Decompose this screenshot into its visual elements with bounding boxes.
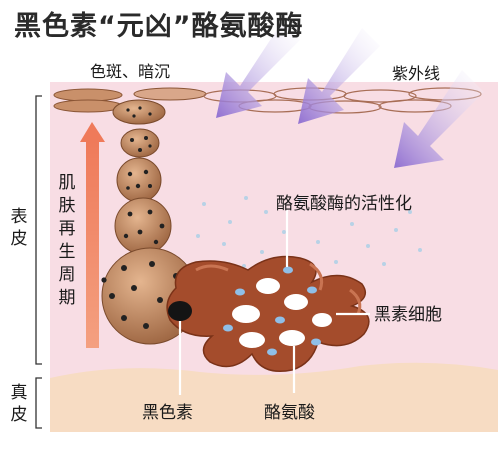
layer-brackets xyxy=(35,95,42,429)
spots-label: 色斑、暗沉 xyxy=(90,62,171,81)
leader-lines xyxy=(178,210,370,395)
tyrosine-droplets xyxy=(232,278,332,348)
tyrosine-label: 酪氨酸 xyxy=(264,403,315,423)
stratum-corneum xyxy=(53,87,482,114)
melanocyte-label: 黑素细胞 xyxy=(374,305,442,325)
renewal-cycle-label: 肌肤再生周期 xyxy=(58,173,76,308)
uv-rays-icon xyxy=(216,22,484,168)
tyrosinase-activation-label: 酪氨酸酶的活性化 xyxy=(276,194,412,214)
melanin-granule xyxy=(168,301,192,321)
uv-label: 紫外线 xyxy=(392,64,441,83)
epidermis-label: 表皮 xyxy=(10,207,28,249)
tyrosinase-enzymes xyxy=(223,266,321,356)
dermis-label: 真皮 xyxy=(10,383,28,425)
melanin-label: 黑色素 xyxy=(142,403,193,423)
page-title: 黑色素“元凶”酪氨酸酶 xyxy=(14,11,304,42)
renewal-cycle-arrow-icon xyxy=(80,122,105,348)
melanocyte-cell xyxy=(166,255,370,372)
dermis-layer xyxy=(50,362,498,432)
